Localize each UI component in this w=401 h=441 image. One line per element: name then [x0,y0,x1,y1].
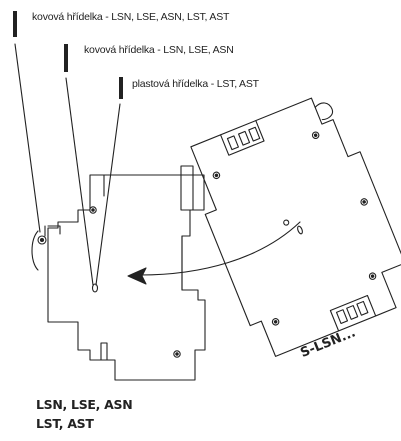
caption-line-2: LST, AST [36,416,94,431]
front-breaker-body [31,165,206,381]
callout-bar-1 [13,11,17,37]
callout-label-1: kovová hřídelka - LSN, LSE, ASN, LST, AS… [32,11,230,23]
assembly-arrow [139,221,301,276]
callout-bar-2 [64,44,68,72]
caption-line-1: LSN, LSE, ASN [36,397,133,412]
arrow-head [127,267,147,285]
leader-line-3 [95,103,121,286]
rotated-breaker-body [190,97,401,357]
callout-label-2: kovová hřídelka - LSN, LSE, ASN [84,44,234,56]
callout-label-3: plastová hřídelka - LST, AST [132,78,259,90]
leader-line-1 [14,43,41,233]
callout-bar-3 [119,77,123,99]
leader-line-2 [65,77,94,286]
